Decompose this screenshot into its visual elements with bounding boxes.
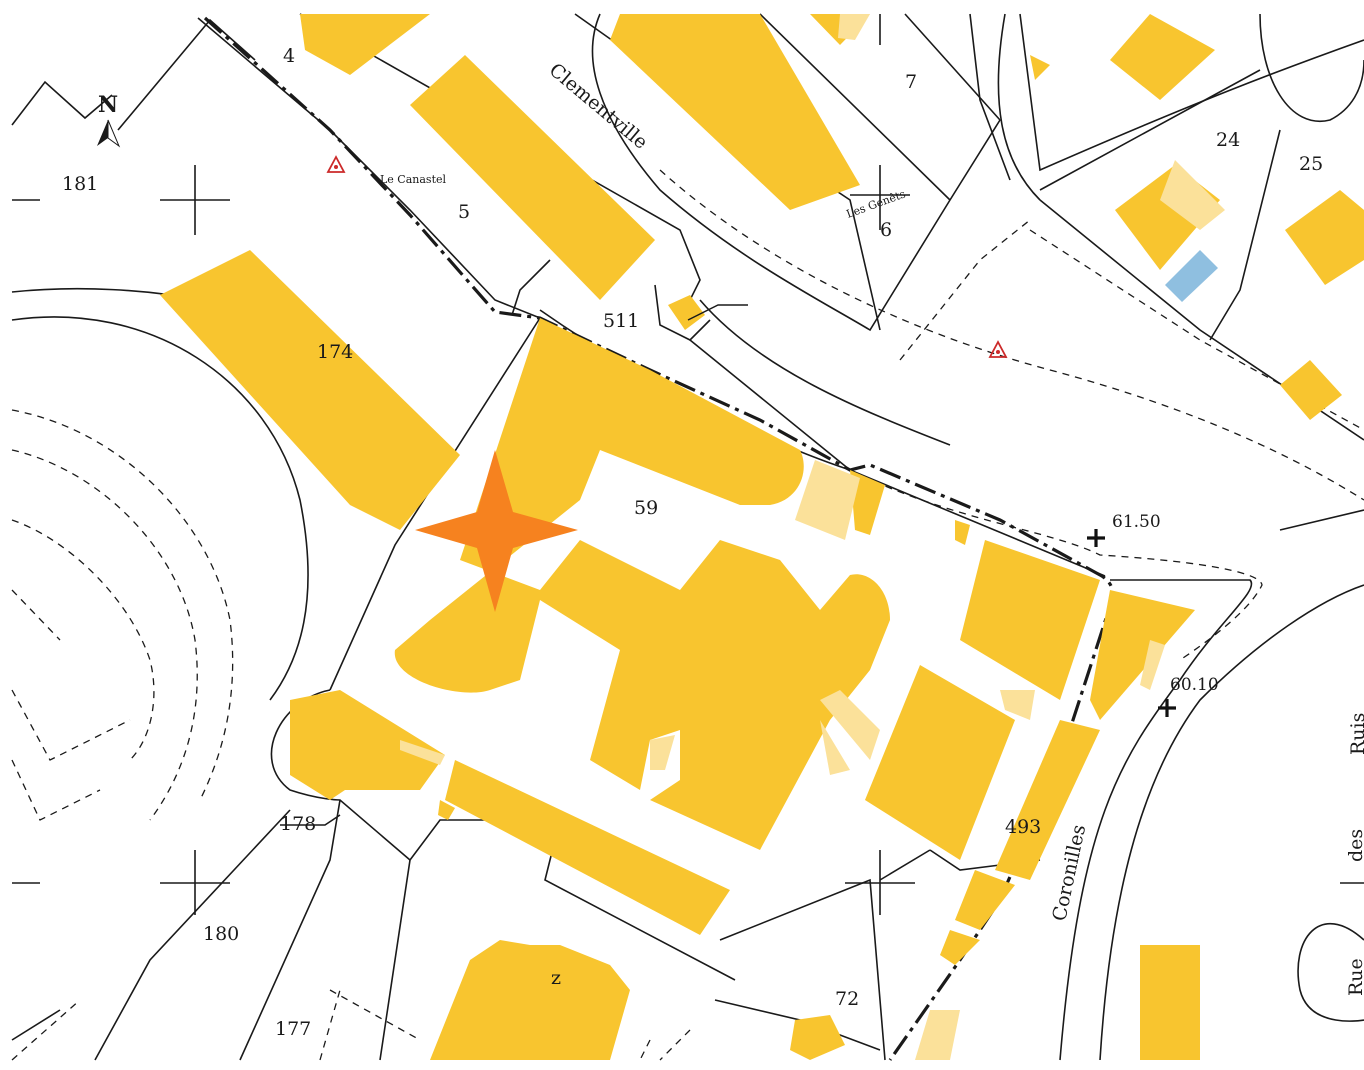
plot-number-177: 177 [275, 1018, 311, 1040]
plot-number-6: 6 [880, 219, 892, 241]
plot-number-5: 5 [458, 201, 470, 223]
plot-number-174: 174 [317, 341, 353, 363]
plot-number-24: 24 [1216, 129, 1240, 151]
street-name-ruis: Ruis [1347, 713, 1364, 755]
elevation-labels: 61.50 60.10 [1112, 512, 1219, 695]
plot-number-59: 59 [634, 497, 658, 519]
elevation-60-10: 60.10 [1170, 675, 1219, 695]
street-name-des: des [1345, 829, 1364, 862]
pool [1165, 250, 1218, 302]
light-buildings [400, 14, 1225, 1060]
cross-icon [1087, 529, 1176, 717]
plot-number-181: 181 [62, 173, 98, 195]
plot-number-178: 178 [280, 813, 316, 835]
buildings [160, 14, 1364, 1060]
plot-number-25: 25 [1299, 153, 1323, 175]
north-label: N [98, 92, 118, 118]
plot-number-72: 72 [835, 988, 859, 1010]
elevation-61-50: 61.50 [1112, 512, 1161, 532]
plot-number-493: 493 [1005, 816, 1041, 838]
plot-number-511: 511 [603, 310, 639, 332]
triangle-icon [326, 155, 1008, 358]
place-name-le-canastel: Le Canastel [380, 173, 447, 186]
leader-lines [687, 304, 748, 321]
parcel-boundaries [11, 13, 1364, 1061]
plot-number-7: 7 [905, 71, 917, 93]
grid-crosses [12, 14, 1364, 915]
plot-number-4: 4 [283, 45, 295, 67]
street-name-rue: Rue [1345, 958, 1364, 996]
plot-number-180: 180 [203, 923, 239, 945]
north-arrow-icon: N [97, 92, 121, 148]
plot-number-z: z [551, 967, 561, 989]
plot-labels: 4 5 6 7 24 25 59 72 174 177 178 180 181 … [62, 45, 1323, 1040]
star-marker-icon[interactable] [415, 450, 578, 612]
